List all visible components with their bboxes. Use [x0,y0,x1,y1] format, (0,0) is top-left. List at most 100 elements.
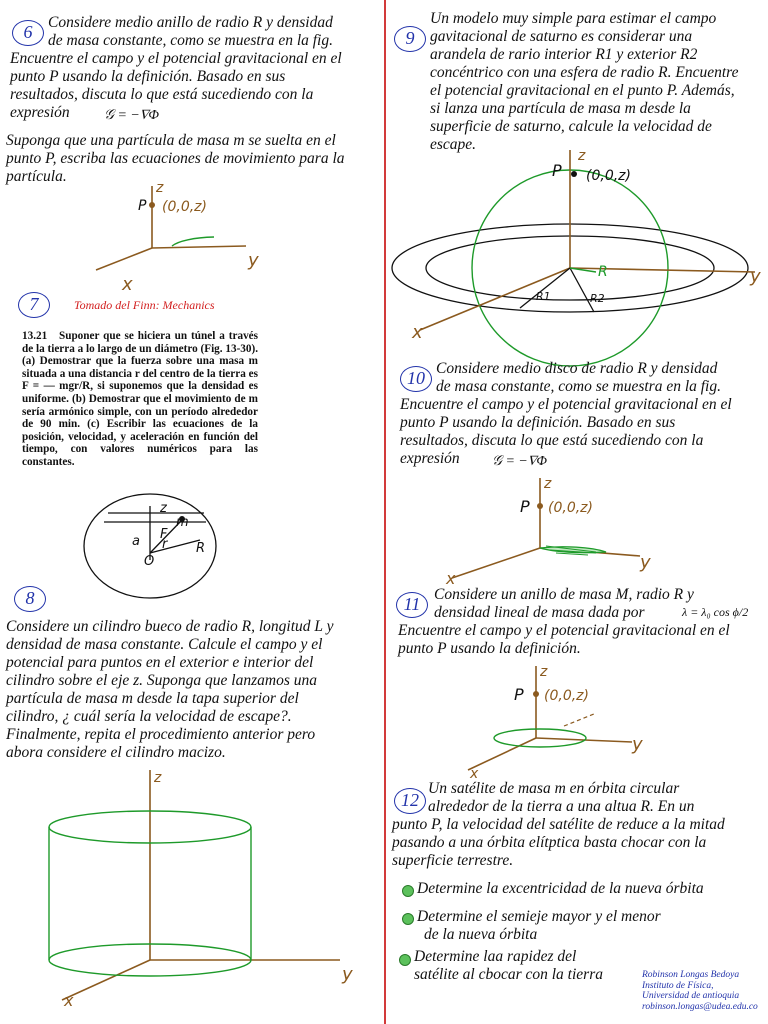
p8-fig-y: y [341,964,353,985]
p9-fig-z: z [577,148,586,164]
p12-line3: punto P, la velocidad del satélite de re… [392,816,725,833]
p9-fig-R2: R2 [590,292,605,305]
p10-figure: P (0,0,z) z y x [445,476,651,588]
p9-x-axis [419,267,571,331]
p9-figure: P (0,0,z) z y x R R1 R2 [391,148,761,367]
p10-fig-x: x [445,569,456,588]
p8-line6: cilindro, ¿ cuál sería la velocidad de e… [6,708,292,725]
p11-formula: λ = λ₀ cos ϕ/2 [682,605,749,619]
credit-email: robinson.longas@udea.edu.co [642,1001,758,1012]
p6-follow1: Suponga que una partícula de masa m se s… [6,132,336,149]
p10-fig-y: y [639,552,651,573]
p8-fig-z: z [153,770,162,786]
p10-formula: 𝒢 = −∇Φ [492,454,548,469]
p11-line2: densidad lineal de masa dada por [434,604,645,621]
p6-half-ring [171,236,215,247]
author-credit: Robinson Longas Bedoya Instituto de Físi… [642,970,758,1012]
p7-fig-O: O [144,554,154,569]
p7-fig-r: r [162,537,169,552]
p7-figure: z m F r R a O [83,493,217,599]
credit-university: Universidad de antioquia [642,991,740,1001]
p10-line2: de masa constante, como se muestra en la… [436,378,721,395]
problem-8-number: 8 [14,586,46,612]
p11-line4: punto P usando la definición. [398,640,581,657]
p9-fig-coord: (0,0,z) [586,168,631,184]
p12-bullet-3b: satélite al cbocar con la tierra [414,966,603,983]
p11-ring [493,728,587,748]
p6-formula: 𝒢 = −∇Φ [104,108,160,123]
p6-fig-coord: (0,0,z) [162,199,207,215]
p9-point-p [571,171,577,177]
p12-bullet-1: Determine la excentricidad de la nueva ó… [417,880,704,897]
p10-fig-coord: (0,0,z) [548,500,593,516]
p12-line4: pasando a una órbita elítptica basta cho… [392,834,707,851]
credit-institute: Instituto de Física, [642,980,714,991]
p9-fig-R1: R1 [536,290,551,303]
p6-follow2: punto P, escriba las ecuaciones de movim… [6,150,345,167]
problem-9-number: 9 [394,26,426,52]
p11-fig-y: y [631,734,643,755]
p8-line5: partícula de masa m desde la tapa superi… [6,690,299,707]
p8-line1: Considere un cilindro bueco de radio R, … [6,618,334,635]
p8-line8: abora considere el cilindro macizo. [6,744,226,761]
p7-r-line [149,519,183,554]
p9-r1-line [519,267,571,309]
p6-line1: Considere medio anillo de radio R y dens… [48,14,333,31]
p6-point-p [149,202,155,208]
p11-fig-z: z [539,664,548,680]
p6-fig-p: P [138,198,147,214]
p6-fig-z: z [155,180,164,196]
p9-fig-x: x [411,322,423,343]
p9-R-line [569,267,597,273]
p10-fig-p: P [520,497,530,516]
p6-y-axis [151,245,247,249]
p7-R-line [149,539,201,554]
column-divider [384,0,386,1024]
p6-line3: Encuentre el campo y el potencial gravit… [10,50,342,67]
p6-x-axis [95,247,153,271]
p9-line5: el potencial gravitacional en el punto P… [430,82,735,99]
p8-line3: potencial para puntos en el exterior e i… [6,654,314,671]
p7-book-excerpt: 13.21 Suponer que se hiciera un túnel a … [22,330,258,469]
p7-mass [179,516,185,522]
p10-line4: punto P usando la definición. Basado en … [400,414,676,431]
problem-6-number: 6 [12,20,44,46]
p9-line7: superficie de saturno, calcule la veloci… [430,118,712,135]
p10-x-axis [451,547,541,579]
p11-figure: P (0,0,z) z y x [467,664,643,782]
p8-line7: Finalmente, repita el procedimiento ante… [6,726,316,743]
p9-y-axis [569,267,756,273]
p6-line4: punto P usando la definición. Basado en … [10,68,286,85]
p7-fig-a: a [132,534,140,549]
problem-11-number: 11 [396,592,428,618]
p7-book-text: Suponer que se hiciera un túnel a través… [22,330,258,468]
p9-fig-p: P [552,161,562,180]
p9-fig-y: y [749,266,761,287]
p12-bullet-2a: Determine el semieje mayor y el menor [417,908,661,925]
p7-source: Tomado del Finn: Mechanics [74,298,215,312]
p11-fig-coord: (0,0,z) [544,688,589,704]
p11-fig-p: P [514,685,524,704]
p9-line6: si lanza una partícula de masa m desde l… [430,100,691,117]
p12-line2: alrededor de la tierra a una altua R. En… [428,798,695,815]
p12-bullet-3a: Determine laa rapidez del [414,948,577,965]
problem-12-number: 12 [394,788,426,814]
p7-fig-R: R [196,541,205,556]
p8-x-axis [61,959,151,1001]
p7-book-number: 13.21 [22,330,48,342]
p11-line3: Encuentre el campo y el potencial gravit… [398,622,730,639]
p7-fig-F: F [160,527,168,542]
p8-line4: cilindro sobre el eje z. Suponga que lan… [6,672,317,689]
p11-line1: Considere un anillo de masa M, radio R y [434,586,694,603]
problem-7-number: 7 [18,292,50,318]
p9-r2-line [569,267,595,313]
p11-dashed [563,713,595,727]
p10-line6: expresión [400,450,460,467]
p6-figure: P (0,0,z) z y x [95,180,259,295]
p10-disk-hatch [545,545,597,556]
credit-name: Robinson Longas Bedoya [642,970,740,980]
p12-bullet-1-icon [402,885,414,897]
p9-line1: Un modelo muy simple para estimar el cam… [430,10,717,27]
p10-point-p [537,503,543,509]
